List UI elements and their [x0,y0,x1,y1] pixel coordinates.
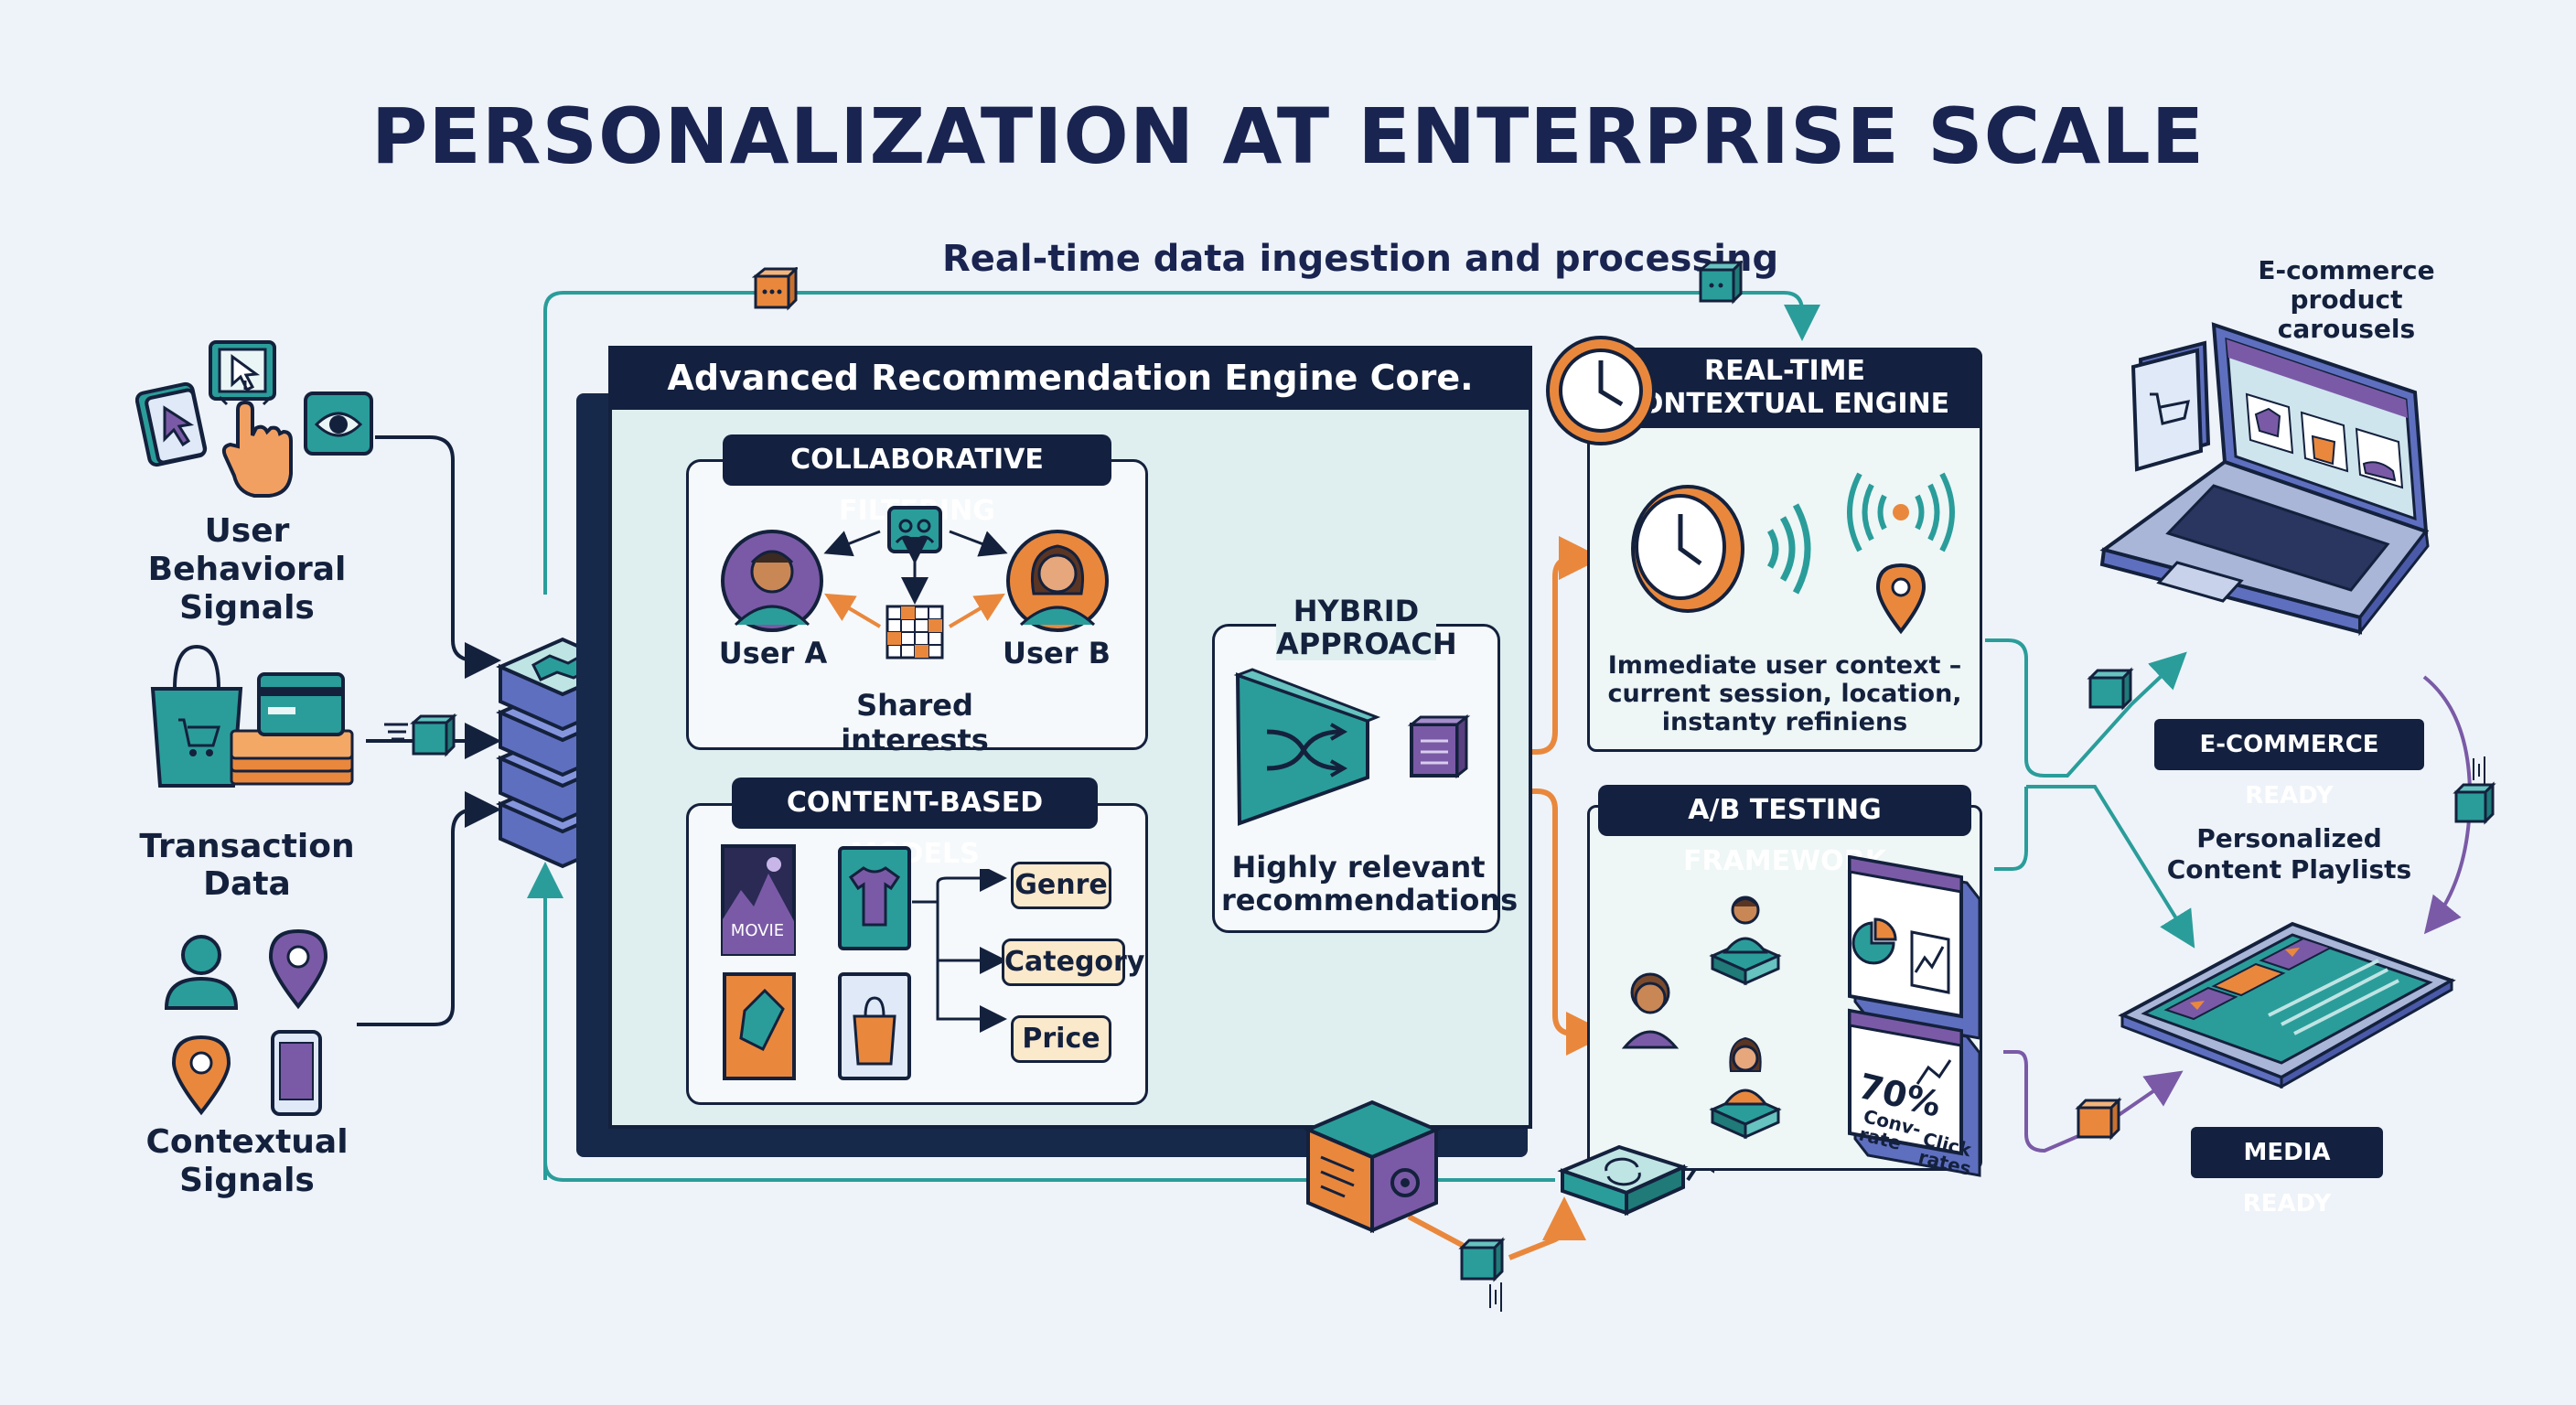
data-packet-icon [752,267,798,311]
data-packet-icon [2087,667,2134,711]
tag-price: Price [1011,1015,1111,1063]
cursor-icon [135,381,208,467]
user-variant-b-icon [1709,1036,1782,1140]
ingestion-label: Real-time data ingestion and processing [942,238,1779,280]
purple-ab-media [2003,1050,2184,1153]
contextual-engine-caption: Immediate user context – current session… [1607,651,1962,736]
arrow-hybrid-context [1482,536,1603,755]
transaction-data-label: Transaction Data [139,828,355,903]
switch-router-icon [1557,1144,1689,1217]
clock-icon [1631,485,1744,613]
collaborative-filtering-title: COLLABORATIVE FILTERING [723,434,1111,527]
behavioral-icons-group [135,340,373,498]
signal-ticks-icon [2473,756,2485,784]
context-icons-group [1631,472,1955,635]
signal-ticks-icon [1489,1282,1502,1312]
hand-pointer-icon [218,381,293,498]
smartphone-icon [271,1030,322,1116]
media-ready-badge: MEDIA READY [2191,1127,2383,1217]
hybrid-caption: Highly relevant recommendations [1221,850,1519,917]
arrow-to-media [1994,787,2028,871]
location-pin-icon [1875,563,1927,635]
pie-chart-window-icon [1848,855,1981,1040]
user-variant-a-icon [1709,896,1782,986]
user-b-label: User B [1002,636,1111,670]
contextual-signals-label: Contextual Signals [145,1123,349,1199]
arrow-behavioral [375,435,501,679]
arrow-to-media-2 [2026,785,2195,949]
contextual-icons-group [164,928,328,1116]
tag-category: Category [1002,938,1144,986]
matrix-icon [886,605,944,660]
page-title: PERSONALIZATION AT ENTERPRISE SCALE [370,91,2206,181]
broadcast-icon [1847,472,1955,552]
content-items-group [721,844,911,1080]
processing-cube-icon [1303,1099,1442,1234]
user-a-avatar [721,530,823,632]
arrow-cube-chip [1407,1214,1465,1249]
credit-card-icon [230,672,354,786]
tag-genre: Genre [1011,862,1111,909]
clock-icon [1546,336,1656,445]
user-icon [164,935,239,1010]
ecommerce-ready-badge: E-COMMERCE READY [2154,719,2424,810]
movie-poster-icon [721,844,796,956]
ingestion-loop-top [543,291,1820,595]
movie-label: MOVIE [730,921,785,940]
processor-chip-icon [1407,713,1471,779]
arrow-hybrid-ab [1482,788,1610,1056]
location-pin-icon [268,928,328,1010]
click-icon [209,340,276,401]
content-based-title: CONTENT-BASED MODELS [732,778,1098,870]
arrow-contextual [357,791,501,1026]
ecommerce-carousels-label: E-commerce product carousels [2258,255,2435,344]
arrow-chip-switch [1508,1196,1586,1260]
tag-icon [723,972,796,1080]
shopping-cart-icon [2131,340,2211,472]
transaction-icons-group [150,644,354,788]
laptop-icon [2099,322,2430,637]
core-engine-title: Advanced Recommendation Engine Core. [608,346,1532,410]
shopping-bag-icon [150,644,243,788]
signal-waves-icon [1766,503,1811,595]
user-icon [1621,972,1680,1049]
user-b-avatar [1006,530,1109,632]
data-packet-icon [384,713,457,757]
data-packet-icon [1697,261,1743,305]
shared-interests-label: Shared interests [841,688,989,757]
group-icon [887,506,942,553]
eye-icon [304,391,373,456]
location-pin-icon [171,1035,231,1116]
arrow-to-ecommerce [1985,638,2187,778]
shopping-bag-icon [838,972,911,1080]
ab-testing-graphic [1621,855,1981,1177]
tablet-icon [2118,921,2456,1089]
user-a-label: User A [718,636,828,670]
tshirt-icon [838,846,911,950]
data-packet-icon [2075,1097,2122,1141]
behavioral-signals-label: User Behavioral Signals [147,512,347,627]
hybrid-approach-title: HYBRID APPROACH [1276,594,1457,661]
stats-window-icon [1848,1008,1981,1177]
data-packet-icon [1458,1237,1506,1282]
collaborative-graph [721,506,1109,660]
ab-testing-title: A/B TESTING FRAMEWORK [1598,785,1971,877]
playlists-label: Personalized Content Playlists [2166,823,2412,885]
hybrid-funnel-icon [1233,668,1471,826]
tag-branch-connector [912,869,1007,1033]
data-packet-icon [2453,781,2496,825]
